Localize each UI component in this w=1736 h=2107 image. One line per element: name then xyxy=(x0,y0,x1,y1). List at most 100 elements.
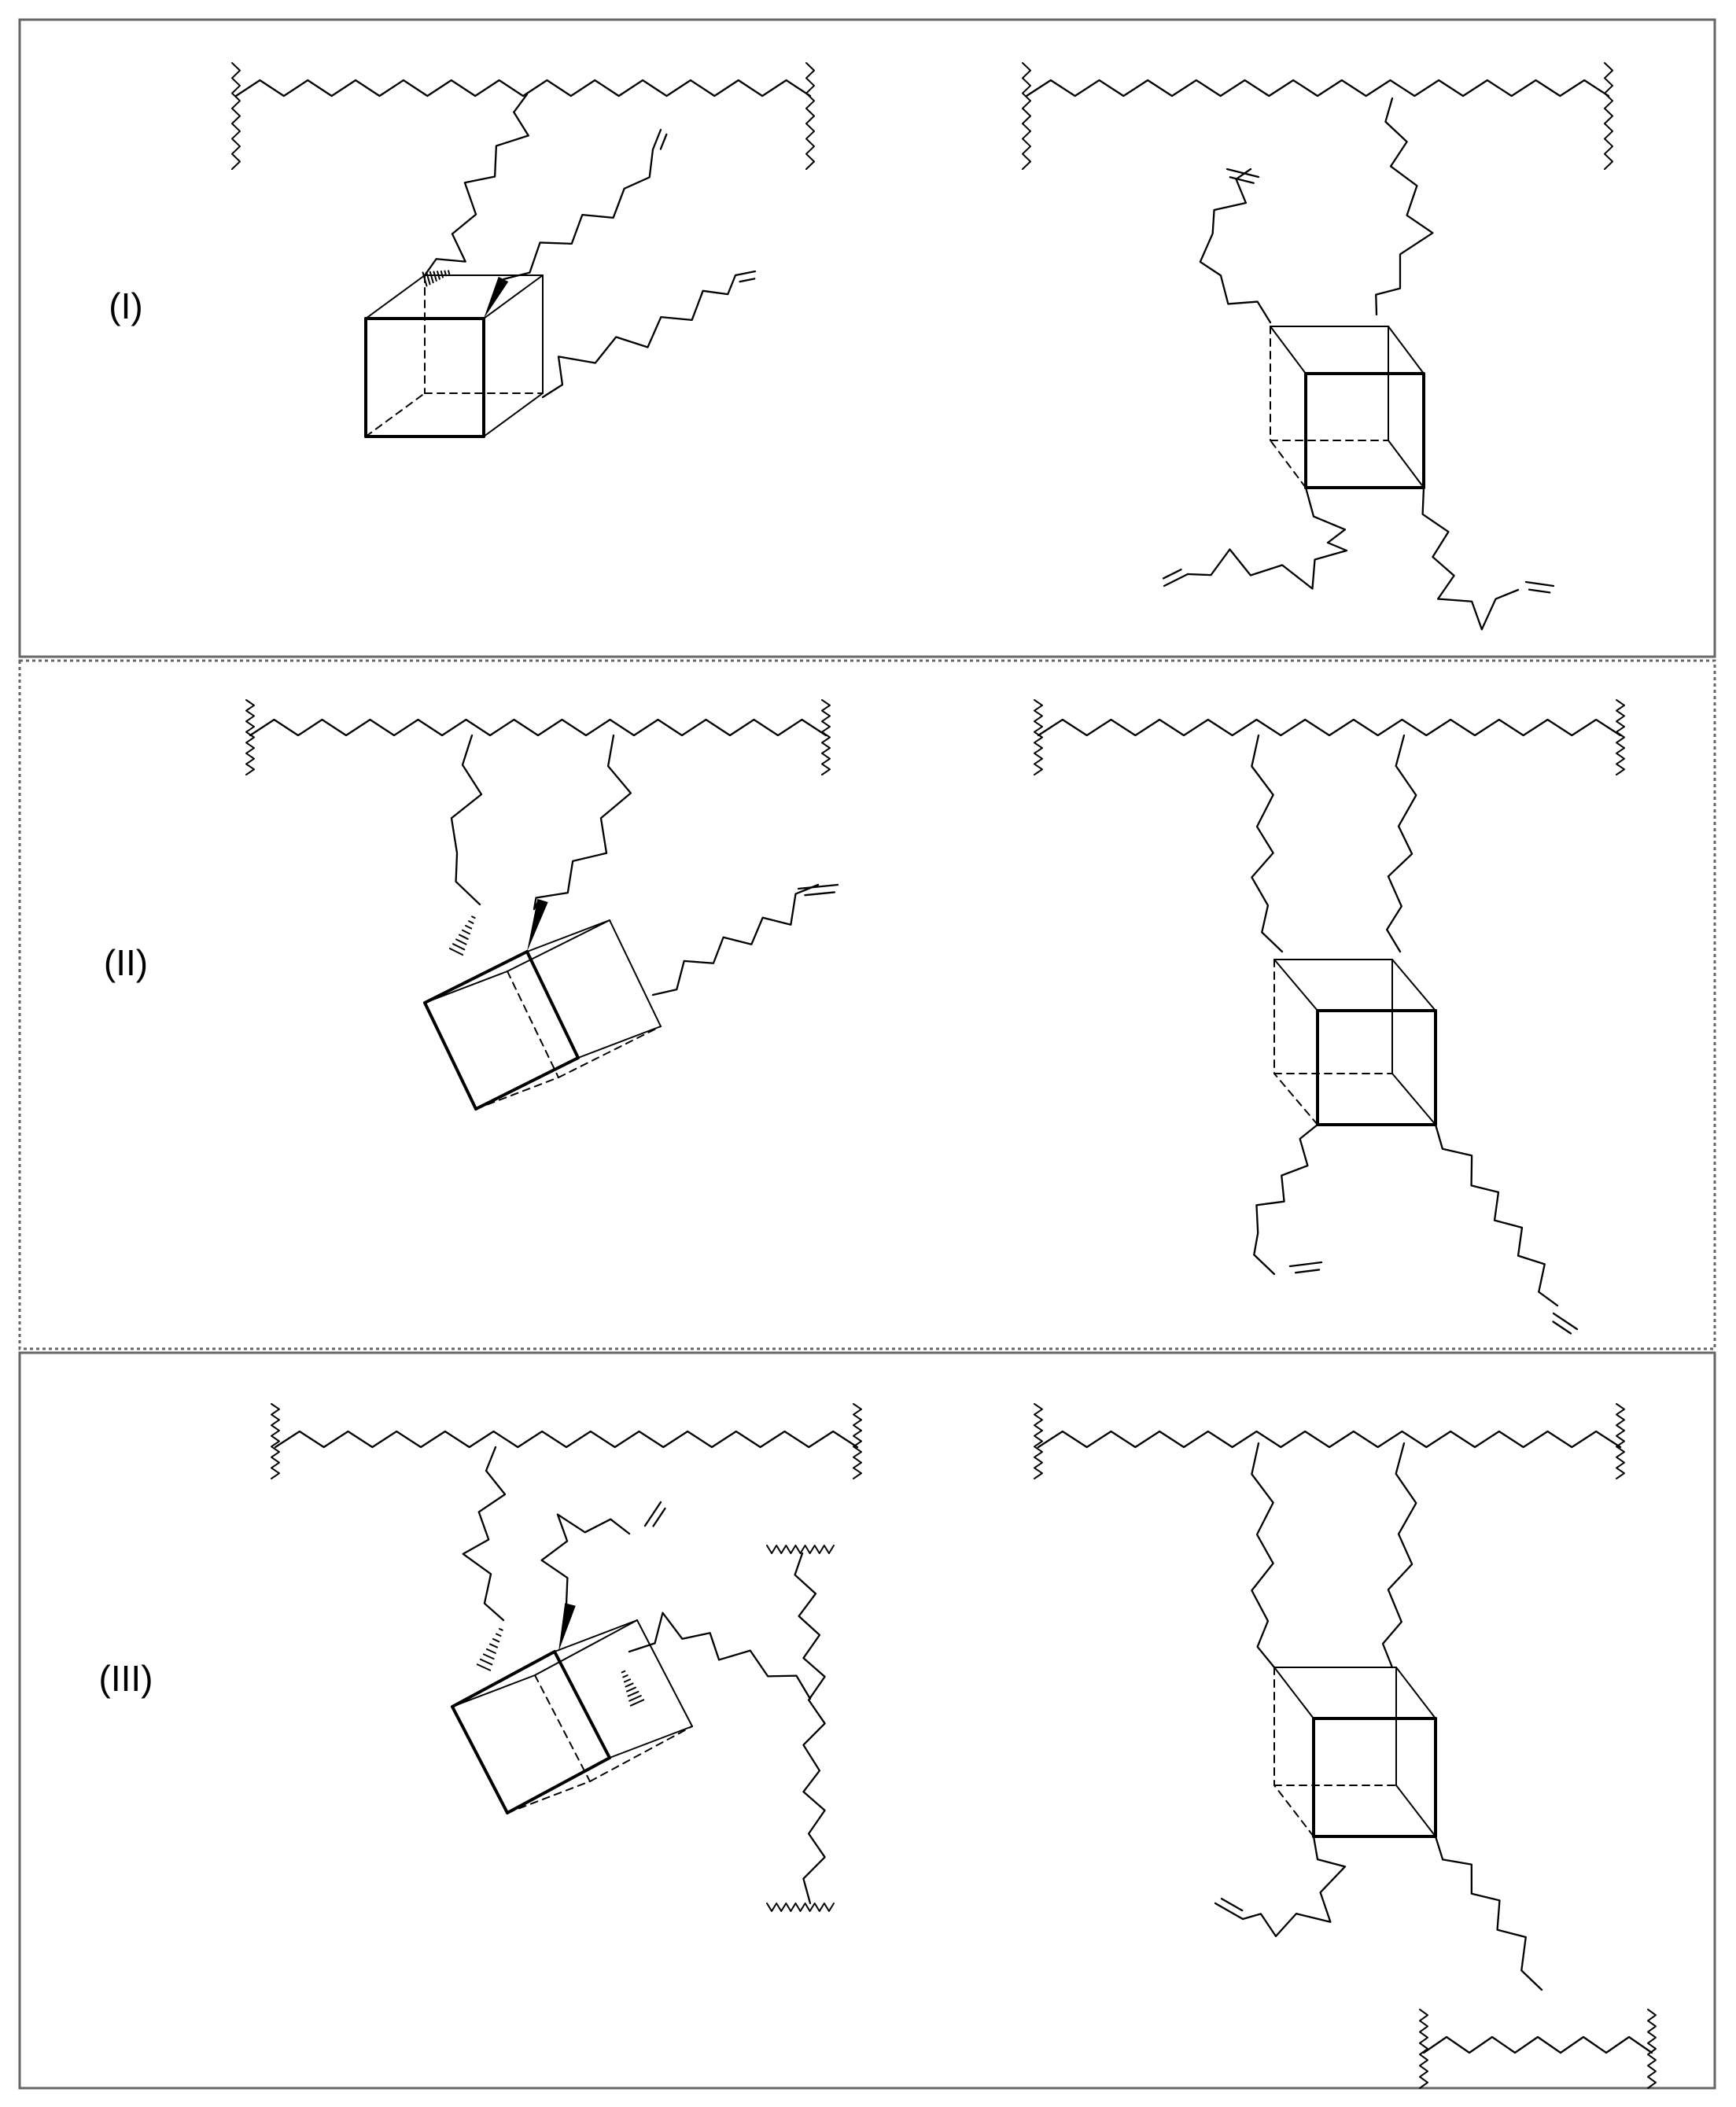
panel-3: (III) xyxy=(18,1351,1716,2090)
cube-back-edge xyxy=(636,1619,693,1727)
panel-label: (III) xyxy=(99,1658,153,1699)
cube-depth-edge xyxy=(1388,326,1425,374)
cube-depth-edge xyxy=(1270,326,1307,374)
vinyl-end-group-second-bond xyxy=(1162,569,1182,580)
panel-label: (I) xyxy=(109,285,142,326)
backbone-break-right xyxy=(853,1403,862,1479)
backbone-break-top xyxy=(766,1545,835,1554)
cube-back-edge xyxy=(507,919,610,972)
panel-1: (I) xyxy=(18,18,1716,658)
cube-hidden-edge xyxy=(589,1726,693,1782)
backbone-break-left xyxy=(231,62,241,170)
solid-wedge-bond xyxy=(527,898,548,952)
cube-front-edge xyxy=(451,1705,509,1814)
backbone-break-left xyxy=(1034,699,1043,775)
vinyl-end-group-second-bond xyxy=(1294,1269,1321,1274)
hashed-wedge-bond xyxy=(476,1628,503,1671)
cube-cage xyxy=(1273,1667,1437,1838)
cube-hidden-edge xyxy=(507,1781,591,1814)
vinyl-end-group-second-bond xyxy=(652,1507,666,1527)
panel-3-structures xyxy=(271,1403,1657,2089)
panel-label: (II) xyxy=(104,942,148,983)
backbone-break-left xyxy=(1034,1403,1043,1479)
vinyl-end-group-second-bond xyxy=(739,278,756,283)
alkyl-tether-chain xyxy=(1381,1442,1417,1669)
pendant-chain xyxy=(1241,1835,1347,1937)
panel-frame xyxy=(18,659,1716,1350)
polymer-backbone xyxy=(234,79,812,98)
backbone-break-bottom xyxy=(766,1903,835,1912)
crosslink-chain xyxy=(1434,1835,1543,1991)
cube-depth-edge xyxy=(526,919,610,952)
cube-depth-edge xyxy=(1395,1785,1436,1837)
backbone-break-right xyxy=(821,699,831,775)
panel-2-structures xyxy=(245,699,1625,1335)
cube-hidden-edge xyxy=(534,1674,591,1782)
polymer-backbone xyxy=(249,718,827,737)
vinyl-end-group xyxy=(1552,1312,1579,1331)
cube-depth-edge xyxy=(1273,959,1318,1011)
cube-front-edge xyxy=(525,950,580,1059)
cube-front-edge xyxy=(451,1650,556,1708)
hashed-wedge-bond xyxy=(621,1670,645,1707)
cube-back-edge xyxy=(534,1619,638,1676)
pendant-chain xyxy=(651,883,820,996)
polymer-backbone xyxy=(1037,1430,1622,1449)
cube-front-edge xyxy=(506,1756,611,1814)
vinyl-end-group xyxy=(734,270,757,277)
cube-depth-edge xyxy=(483,274,544,319)
cube-depth-edge xyxy=(1388,440,1425,488)
backbone-break-right xyxy=(1616,1403,1625,1479)
alkyl-tether-chain xyxy=(1386,734,1417,953)
alkyl-tether-chain xyxy=(1251,1442,1276,1669)
backbone-break-left xyxy=(1022,62,1031,170)
cube-cage xyxy=(1273,959,1437,1126)
hashed-wedge-bond xyxy=(448,915,476,956)
cube-hidden-edge xyxy=(1270,440,1307,488)
cube-hidden-edge xyxy=(475,1077,559,1110)
cube-hidden-edge xyxy=(558,1026,662,1078)
backbone-break-right xyxy=(1604,62,1613,170)
panel-1-structures xyxy=(231,62,1613,631)
cube-cage xyxy=(423,919,662,1111)
alkyl-tether-chain xyxy=(1251,734,1284,953)
vinyl-end-group-second-bond xyxy=(1220,1898,1244,1912)
vinyl-end-group xyxy=(1226,168,1260,179)
cube-depth-edge xyxy=(554,1619,638,1652)
cube-depth-edge xyxy=(577,1026,662,1059)
vinyl-end-group xyxy=(1163,573,1189,588)
backbone-break-left xyxy=(1419,2009,1428,2089)
cube-depth-edge xyxy=(424,971,508,1004)
backbone-break-left xyxy=(271,1403,280,1479)
pendant-chain xyxy=(1186,486,1348,590)
backbone-break-right xyxy=(1647,2009,1657,2089)
cube-hidden-edge xyxy=(365,392,426,437)
pendant-chain xyxy=(540,1513,631,1606)
cube-depth-edge xyxy=(483,392,544,437)
cube-depth-edge xyxy=(1273,1667,1314,1719)
vinyl-end-group-second-bond xyxy=(1552,1321,1572,1335)
panel-frame xyxy=(18,18,1716,658)
crosslink-chain xyxy=(628,1612,812,1700)
cube-cage xyxy=(1270,326,1425,489)
solid-wedge-bond xyxy=(558,1603,576,1652)
vinyl-end-group xyxy=(1524,580,1555,588)
cube-cage xyxy=(364,274,544,438)
cube-front-edge xyxy=(423,950,529,1004)
cube-depth-edge xyxy=(609,1726,693,1759)
pendant-chain xyxy=(541,274,737,399)
cube-cage xyxy=(451,1619,693,1814)
vinyl-end-group xyxy=(643,1501,662,1527)
third-polymer-backbone xyxy=(1422,2035,1653,2054)
backbone-break-right xyxy=(1616,699,1625,775)
alkyl-tether-chain xyxy=(533,734,632,911)
backbone-break-right xyxy=(805,62,815,170)
cube-depth-edge xyxy=(452,1674,536,1707)
pendant-chain xyxy=(1253,1123,1319,1276)
cube-depth-edge xyxy=(365,274,426,319)
solid-wedge-bond xyxy=(484,276,509,319)
second-polymer-backbone xyxy=(794,1552,826,1905)
vinyl-end-group xyxy=(1288,1261,1323,1268)
pendant-chain xyxy=(1199,168,1272,324)
